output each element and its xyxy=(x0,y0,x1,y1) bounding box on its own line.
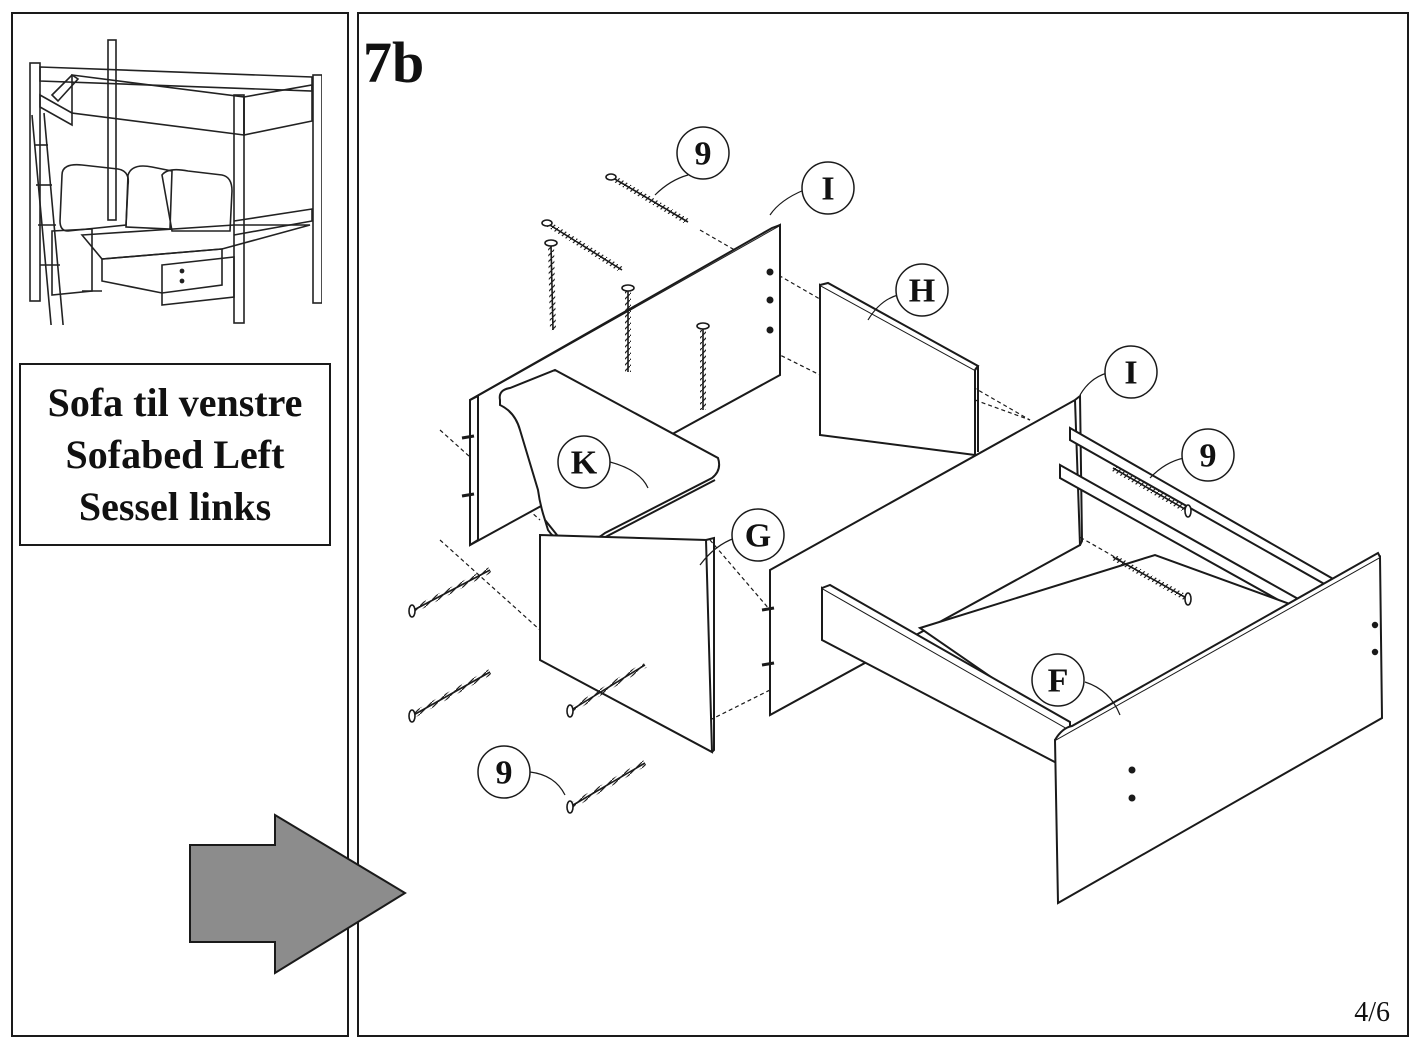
bed-post-mid xyxy=(233,94,245,324)
bed-post-left-front xyxy=(29,62,41,302)
label-K: K xyxy=(571,445,598,482)
label-G: G xyxy=(745,518,771,555)
leader-lines xyxy=(529,174,1185,796)
screw-icon xyxy=(1111,465,1192,518)
screw-icon xyxy=(1111,554,1192,606)
sofa-arm-front xyxy=(161,256,235,306)
label-screw-right: 9 xyxy=(1200,438,1217,475)
callout-screw-right xyxy=(1181,428,1235,482)
sofa-front xyxy=(101,248,223,294)
screw-icon xyxy=(408,567,492,618)
step-number: 7b xyxy=(363,30,425,95)
callout-screw-bottom xyxy=(477,745,531,799)
panel-H xyxy=(819,283,976,457)
screw-icon xyxy=(408,669,492,723)
caption-line-2: Sofabed Left xyxy=(65,431,285,477)
screw-icon xyxy=(566,760,647,814)
screw-icon xyxy=(605,172,690,225)
label-F: F xyxy=(1048,663,1069,700)
label-I-right: I xyxy=(1124,355,1137,392)
bed-post-back xyxy=(107,39,117,221)
page-number: 4/6 xyxy=(1354,997,1390,1028)
callouts xyxy=(477,126,1235,799)
screw-icon xyxy=(566,662,647,718)
top-guard-right xyxy=(243,84,313,136)
sofa-seat xyxy=(80,224,311,260)
callout-K xyxy=(557,435,611,489)
caption-line-3: Sessel links xyxy=(78,483,272,529)
caption-box: Sofa til venstre Sofabed Left Sessel lin… xyxy=(19,363,331,546)
screw-icon xyxy=(541,219,624,273)
caption-line-1: Sofa til venstre xyxy=(47,379,303,425)
callout-G xyxy=(731,508,785,562)
screw-icon xyxy=(544,239,558,331)
sofa-back-cushion-2 xyxy=(125,165,173,230)
bed-post-right xyxy=(312,74,322,304)
panel-G xyxy=(539,533,714,754)
callout-F xyxy=(1031,653,1085,707)
screw-icon xyxy=(621,284,635,372)
right-arrow-icon xyxy=(189,813,407,975)
loft-bed-thumbnail xyxy=(29,39,322,325)
callout-I-top xyxy=(801,161,855,215)
label-screw-bottom: 9 xyxy=(496,755,513,792)
callout-H xyxy=(895,263,949,317)
drawer-F xyxy=(821,426,1384,905)
top-deck xyxy=(39,93,73,127)
sofa-back-cushion-3 xyxy=(161,168,233,232)
label-I-top: I xyxy=(821,171,834,208)
callout-I-right xyxy=(1104,345,1158,399)
screws xyxy=(408,172,1192,814)
screw-icon xyxy=(696,322,710,410)
label-screw-top: 9 xyxy=(695,136,712,173)
callout-screw-top xyxy=(676,126,730,180)
label-H: H xyxy=(909,273,935,310)
